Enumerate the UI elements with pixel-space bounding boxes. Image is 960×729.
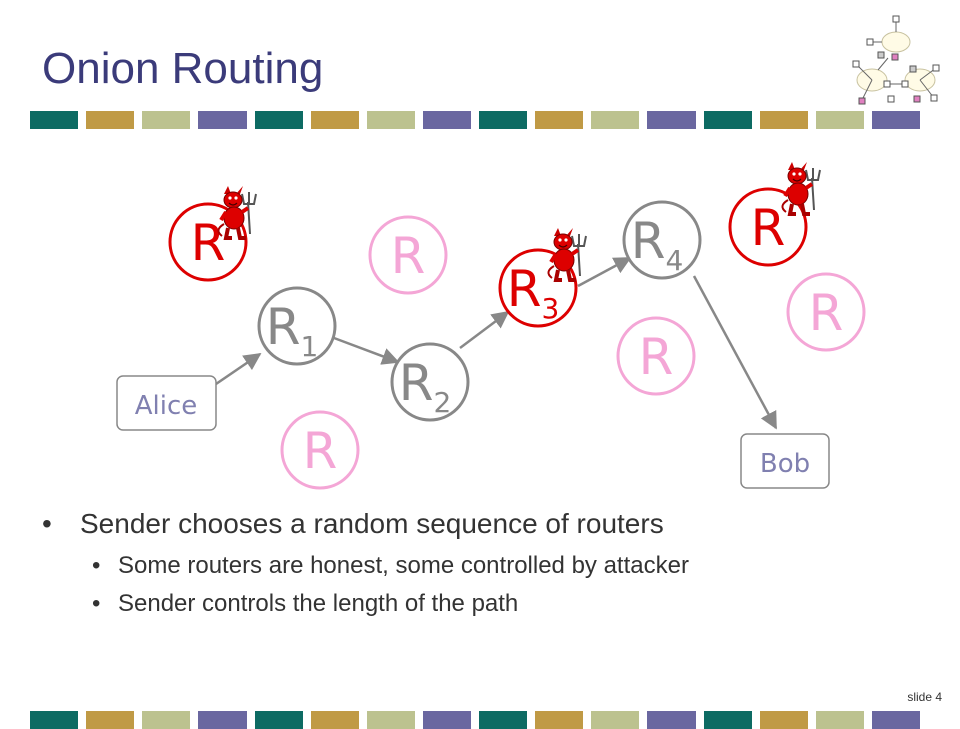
router-r2: R2 [390,342,470,422]
stripe-segment [479,111,528,129]
sub-bullet-item: Some routers are honest, some controlled… [40,552,940,580]
svg-text:Bob: Bob [760,449,810,479]
svg-text:Alice: Alice [135,391,198,421]
stripe-segment [535,111,584,129]
router-unused: R [280,410,360,490]
svg-text:R: R [639,328,674,386]
stripe-segment [254,111,303,129]
svg-text:R: R [751,199,786,257]
router-r3: R3 [498,248,578,328]
stripe-segment [198,111,247,129]
router-r4: R4 [622,200,702,280]
router-r1: R1 [257,286,337,366]
svg-text:R1: R1 [266,298,319,363]
svg-text:R: R [809,284,844,342]
edge-r2-r3 [459,310,510,349]
stripe-segment [86,111,135,129]
network-logo-icon [852,15,940,105]
svg-text:R: R [191,214,226,272]
svg-text:R2: R2 [399,354,452,419]
edge-r3-r4 [577,256,632,288]
bullet-item: Sender chooses a random sequence of rout… [40,508,940,540]
stripe-segment [871,111,920,129]
stripe-segment [703,111,752,129]
slide-number: slide 4 [907,690,942,704]
svg-text:R4: R4 [631,212,684,277]
alice-node: Alice [116,375,217,431]
bob-node: Bob [740,433,830,489]
svg-text:R3: R3 [507,260,560,325]
router-unused: R [616,316,696,396]
svg-text:R: R [391,227,426,285]
router-attacker: R [728,187,808,267]
edge-alice-r1 [215,352,262,386]
stripe-segment [310,111,359,129]
stripe-segment [759,111,808,129]
stripe-segment [647,111,696,129]
svg-text:R: R [303,422,338,480]
stripe-segment [366,111,415,129]
stripe-segment [142,111,191,129]
top-stripe [30,111,920,129]
stripe-segment [591,111,640,129]
bullet-list: Sender chooses a random sequence of rout… [40,508,940,628]
stripe-segment [30,111,79,129]
stripe-segment [815,111,864,129]
stripe-segment [422,111,471,129]
edge-r1-r2 [333,336,400,365]
sub-bullet-item: Sender controls the length of the path [40,590,940,618]
router-unused: R [368,215,448,295]
edge-r4-bob [692,275,778,430]
router-unused: R [786,272,866,352]
slide-title: Onion Routing [42,44,324,93]
